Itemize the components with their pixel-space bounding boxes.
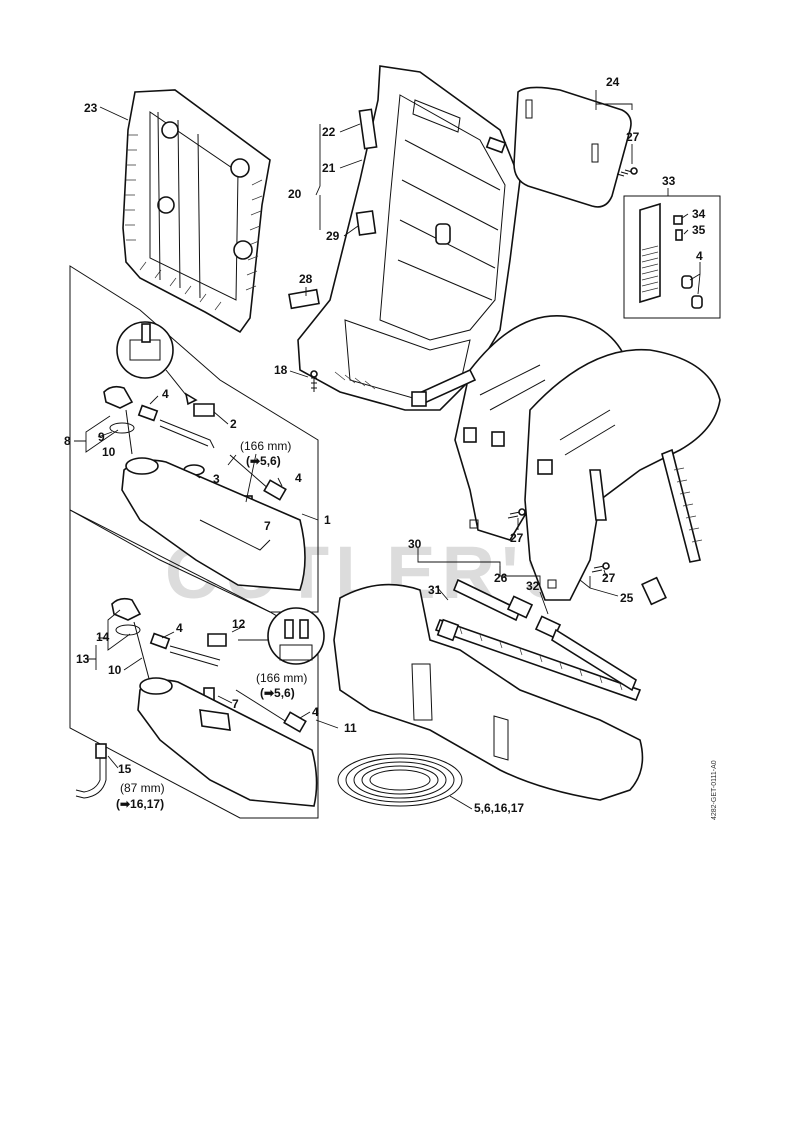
tank-11-parts	[111, 597, 318, 807]
callout-24: 24	[606, 75, 620, 89]
shoulder-straps-part	[411, 315, 721, 606]
callout-3: 3	[213, 472, 220, 486]
screw-27-mid	[507, 508, 526, 519]
callout-30: 30	[408, 537, 422, 551]
callout-21: 21	[322, 161, 336, 175]
air-filter-box	[623, 195, 721, 319]
screw-27-low	[591, 562, 610, 573]
callout-4-tank11-top: 4	[176, 621, 183, 635]
drawing-code: 4282-GET-0111-A0	[711, 760, 718, 820]
callout-32: 32	[526, 579, 540, 593]
note-length-87: (87 mm)	[120, 781, 165, 795]
tank-11-frame	[69, 509, 319, 819]
callout-33: 33	[662, 174, 676, 188]
note-ref-16-17: (➡16,17)	[116, 797, 164, 811]
callout-9: 9	[98, 430, 105, 444]
callout-1: 1	[324, 513, 331, 527]
note-ref-5-6-tank11: (➡5,6)	[260, 686, 295, 700]
callout-4-tank11-right: 4	[312, 705, 319, 719]
callout-27-low: 27	[602, 571, 616, 585]
callout-4-tank1-top: 4	[162, 387, 169, 401]
callout-26: 26	[494, 571, 508, 585]
callout-28: 28	[299, 272, 313, 286]
tank-1-parts	[103, 385, 306, 591]
leader-lines	[74, 90, 701, 810]
label-28	[288, 288, 320, 310]
hose-coil-part	[337, 753, 463, 807]
callout-15: 15	[118, 762, 132, 776]
callout-35: 35	[692, 223, 706, 237]
callout-27-mid: 27	[510, 531, 524, 545]
callout-18: 18	[274, 363, 288, 377]
callout-25: 25	[620, 591, 634, 605]
callout-2: 2	[230, 417, 237, 431]
hip-belt-part	[333, 578, 644, 801]
callout-5-6-16-17: 5,6,16,17	[474, 801, 524, 815]
callout-13: 13	[76, 652, 90, 666]
note-length-166-tank11: (166 mm)	[256, 671, 307, 685]
callout-23: 23	[84, 101, 98, 115]
part-15-fitting	[75, 743, 107, 799]
label-29	[355, 210, 377, 236]
callout-14: 14	[96, 630, 110, 644]
callout-29: 29	[326, 229, 340, 243]
inset-detail-2	[238, 607, 325, 665]
backplate-part	[297, 65, 521, 411]
callout-20: 20	[288, 187, 302, 201]
callout-4-tank1-right: 4	[295, 471, 302, 485]
callout-8: 8	[64, 434, 71, 448]
callout-34: 34	[692, 207, 706, 221]
callout-7-tank11: 7	[232, 697, 239, 711]
label-21	[358, 108, 378, 150]
callout-4-filter: 4	[696, 249, 703, 263]
callout-31: 31	[428, 583, 442, 597]
callout-27-top: 27	[626, 130, 640, 144]
screw-18	[310, 370, 318, 392]
callout-10-tank1: 10	[102, 445, 116, 459]
note-ref-5-6-tank1: (➡5,6)	[246, 454, 281, 468]
callout-11: 11	[344, 721, 357, 735]
tank-1-frame	[69, 265, 319, 613]
back-frame-part	[122, 89, 271, 334]
screw-27-top	[616, 167, 638, 177]
note-length-166-tank1: (166 mm)	[240, 439, 291, 453]
callout-7-tank1: 7	[264, 519, 271, 533]
callout-numbers: 23 22 21 20 29 28 24 27 33 34 35 4 18 4 …	[64, 75, 706, 815]
callout-12: 12	[232, 617, 246, 631]
inset-detail-1	[116, 321, 198, 406]
callout-10-tank11: 10	[108, 663, 122, 677]
callout-22: 22	[322, 125, 336, 139]
notes: (166 mm) (➡5,6) (166 mm) (➡5,6) (87 mm) …	[116, 439, 307, 811]
back-pad-part	[513, 86, 632, 208]
